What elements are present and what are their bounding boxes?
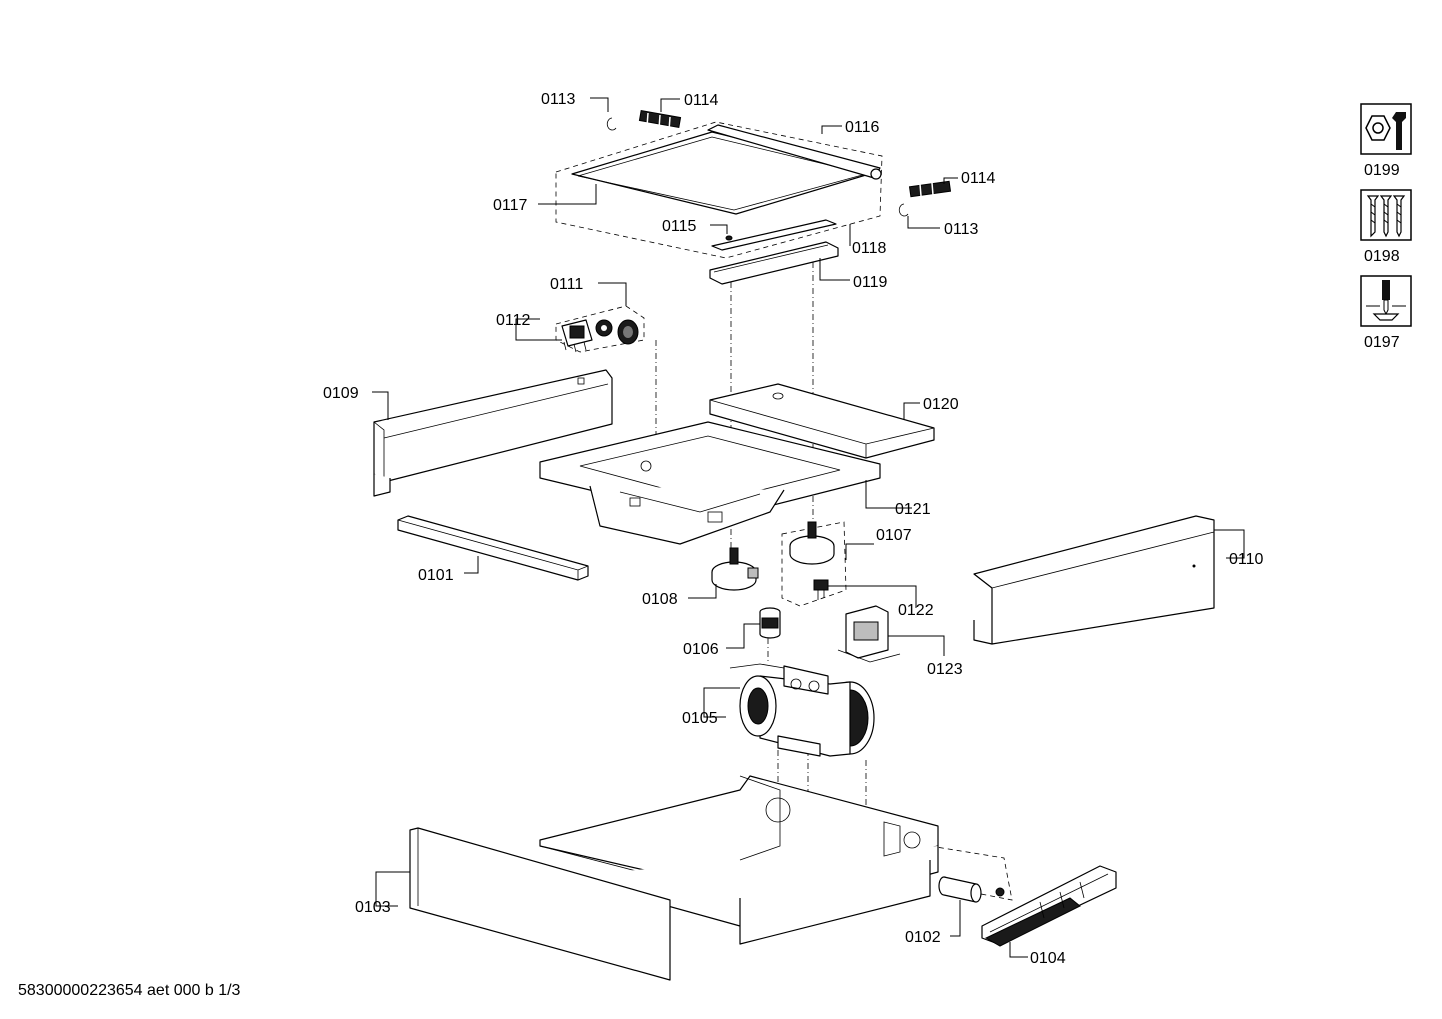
part-0101-front-strip[interactable] xyxy=(397,515,589,581)
part-0104-cable-chain[interactable] xyxy=(981,865,1117,947)
part-0102-capacitor[interactable] xyxy=(938,876,1005,903)
part-0107-pressure-switch[interactable] xyxy=(789,521,835,565)
label-0107: 0107 xyxy=(876,527,912,544)
label-0123: 0123 xyxy=(927,661,963,678)
part-0117-glass-cover[interactable] xyxy=(571,131,877,215)
legend-screws[interactable] xyxy=(1360,189,1412,241)
part-0123-transformer[interactable] xyxy=(837,605,901,663)
label-0103: 0103 xyxy=(355,899,391,916)
part-0120-top-cover[interactable] xyxy=(709,383,935,459)
nut-and-wrench-icon xyxy=(1365,112,1406,150)
legend-code-0199: 0199 xyxy=(1364,162,1400,179)
part-0115-screw[interactable] xyxy=(725,235,733,241)
label-0106: 0106 xyxy=(683,641,719,658)
part-0121-basin-tray[interactable] xyxy=(539,421,881,545)
legend-code-0198: 0198 xyxy=(1364,248,1400,265)
label-0117: 0117 xyxy=(493,197,528,214)
label-0105: 0105 xyxy=(682,710,718,727)
part-0122-sensor[interactable] xyxy=(813,579,829,600)
label-0102: 0102 xyxy=(905,929,941,946)
label-0122: 0122 xyxy=(898,602,934,619)
part-0111-valve-seal[interactable] xyxy=(595,319,639,345)
part-0109-side-panel-left[interactable] xyxy=(373,369,613,497)
label-0110: 0110 xyxy=(1229,551,1264,568)
label-0116: 0116 xyxy=(845,119,880,136)
part-0106-coupling[interactable] xyxy=(759,607,781,639)
legend-code-0197: 0197 xyxy=(1364,334,1400,351)
screws-icon xyxy=(1366,195,1406,238)
part-chassis-frame[interactable] xyxy=(539,775,939,945)
label-0113: 0113 xyxy=(541,91,576,108)
label-0113: 0113 xyxy=(944,221,979,238)
label-0119: 0119 xyxy=(853,274,888,291)
screwdriver-icon xyxy=(1366,280,1406,321)
label-0101: 0101 xyxy=(418,567,454,584)
part-0103-front-panel[interactable] xyxy=(409,827,671,981)
part-0118-seal-strip[interactable] xyxy=(711,219,837,251)
label-0104: 0104 xyxy=(1030,950,1066,967)
label-0121: 0121 xyxy=(895,501,931,518)
part-0114-connector-left[interactable] xyxy=(638,110,682,132)
label-0120: 0120 xyxy=(923,396,959,413)
label-0112: 0112 xyxy=(496,312,531,329)
part-0116-hinge-rail[interactable] xyxy=(707,124,882,180)
part-0110-side-panel-right[interactable] xyxy=(973,515,1215,645)
legend-screwdriver[interactable] xyxy=(1360,275,1412,327)
label-0114: 0114 xyxy=(684,92,719,109)
label-0111: 0111 xyxy=(550,276,583,293)
document-reference: 58300000223654 aet 000 b 1/3 xyxy=(18,982,241,999)
part-0119-profile[interactable] xyxy=(709,241,839,285)
leader-lines xyxy=(372,97,1245,958)
part-0114-connector-right[interactable] xyxy=(908,180,952,198)
part-0112-valve-body[interactable] xyxy=(561,319,593,353)
label-0114: 0114 xyxy=(961,170,996,187)
part-0113-clip-right[interactable] xyxy=(898,203,909,217)
label-0118: 0118 xyxy=(852,240,887,257)
label-0108: 0108 xyxy=(642,591,678,608)
part-0108-pressure-switch[interactable] xyxy=(711,547,759,591)
part-0105-motor[interactable] xyxy=(729,663,875,757)
legend-nut-and-wrench[interactable] xyxy=(1360,103,1412,155)
part-0113-clip-left[interactable] xyxy=(606,117,617,131)
label-0109: 0109 xyxy=(323,385,359,402)
part-labels: 0113 0114 0116 0114 0117 0115 0113 0118 … xyxy=(323,91,1264,967)
label-0115: 0115 xyxy=(662,218,697,235)
